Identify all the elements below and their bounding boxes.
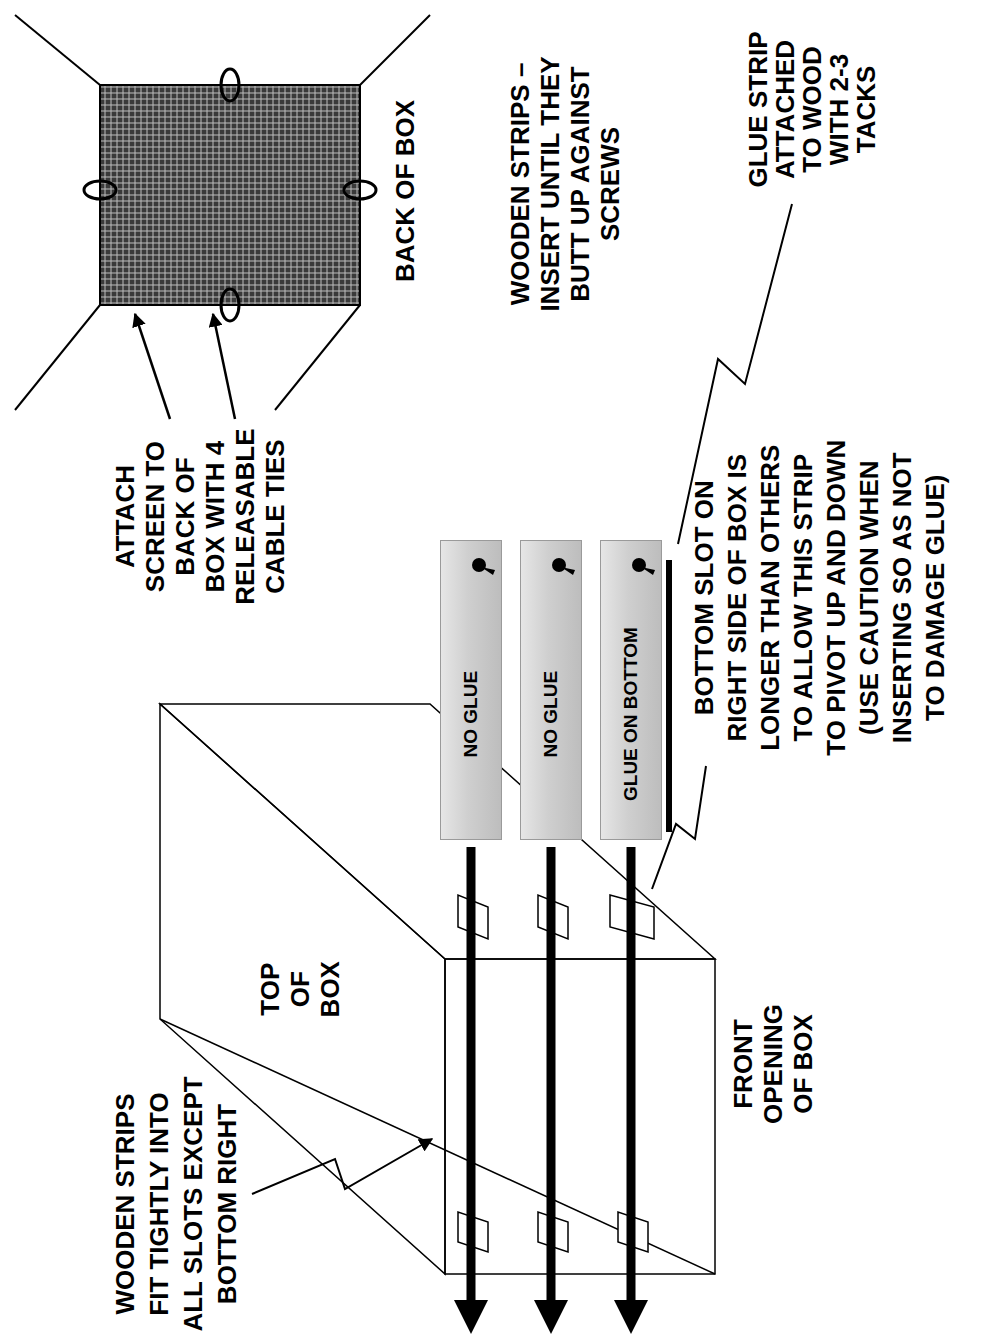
callout-note: WOODEN STRIPS – INSERT UNTIL THEY BUTT U…: [505, 54, 625, 314]
box-edge-line: [360, 15, 430, 85]
part-label: FRONT OPENING OF BOX: [728, 999, 818, 1129]
callout-note: ATTACH SCREEN TO BACK OF BOX WITH 4 RELE…: [110, 427, 290, 606]
part-label: BACK OF BOX: [390, 100, 420, 282]
insert-arrow-head: [534, 1300, 568, 1334]
strip-text: GLUE ON BOTTOM: [601, 627, 661, 801]
insert-arrow-head: [614, 1300, 648, 1334]
wooden-strip: NO GLUE: [440, 540, 502, 840]
pointer-arrow: [135, 314, 170, 419]
box-edge-line: [15, 305, 100, 410]
screw-keyhole: [481, 567, 495, 575]
wooden-strip: NO GLUE: [520, 540, 582, 840]
screw-keyhole: [632, 558, 646, 572]
screw-keyhole: [641, 567, 655, 575]
callout-note: GLUE STRIP ATTACHED TO WOOD WITH 2-3 TAC…: [745, 25, 880, 194]
box-edge-line: [275, 305, 360, 410]
pointer-arrow: [213, 314, 235, 419]
insert-arrow-shaft: [547, 847, 556, 1306]
screen-group: [15, 15, 430, 419]
callout-note: WOODEN STRIPS FIT TIGHTLY INTO ALL SLOTS…: [108, 1074, 244, 1334]
box-front-opening: [445, 959, 715, 1274]
box-edge-line: [15, 15, 100, 85]
screen-mesh: [100, 85, 360, 305]
callout-note: BOTTOM SLOT ON RIGHT SIDE OF BOX IS LONG…: [688, 437, 952, 758]
strip-text: NO GLUE: [441, 671, 501, 758]
cable-tie: [84, 181, 116, 199]
insert-arrow-shaft: [467, 847, 476, 1306]
strip-text: NO GLUE: [521, 671, 581, 758]
wooden-strip: GLUE ON BOTTOM: [600, 540, 662, 840]
screw-keyhole: [552, 558, 566, 572]
cable-tie: [344, 181, 376, 199]
screw-keyhole: [472, 558, 486, 572]
screw-keyhole: [561, 567, 575, 575]
leader-line: [252, 1139, 432, 1194]
cable-tie: [221, 69, 239, 101]
cable-tie: [221, 289, 239, 321]
insert-arrow-head: [454, 1300, 488, 1334]
part-label: TOP OF BOX: [255, 955, 345, 1023]
insert-arrow-shaft: [627, 847, 636, 1306]
insert-arrows: [454, 847, 648, 1334]
glue-strip: [666, 560, 672, 832]
